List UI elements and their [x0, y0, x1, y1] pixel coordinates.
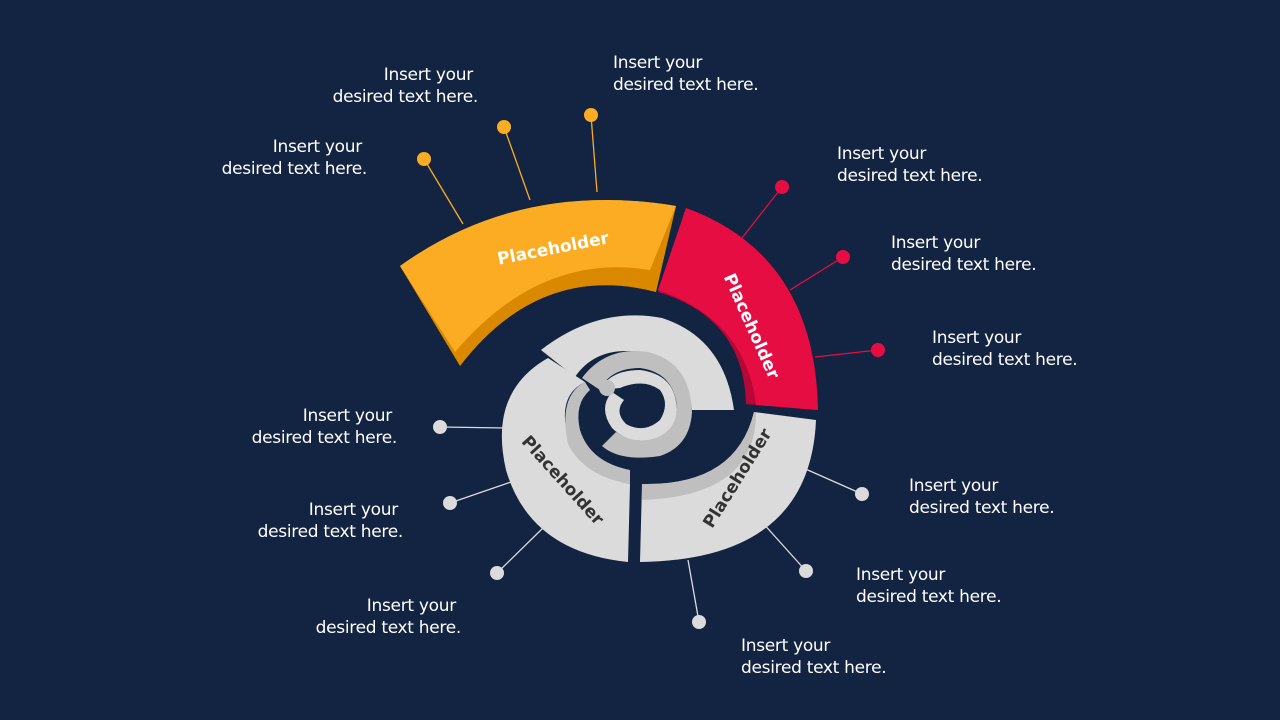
connector-dot [871, 343, 885, 357]
connector-dot [692, 615, 706, 629]
callout-line: Insert your [309, 500, 398, 520]
segment-gray-right-face [640, 412, 816, 562]
callout-line: Insert your [613, 53, 702, 73]
callout-text: Insert your desired text here. [613, 53, 758, 95]
connector-dot [417, 152, 431, 166]
callout-line: Insert your [384, 65, 473, 85]
callout-line: Insert your [891, 233, 980, 253]
connector-line [590, 114, 598, 193]
connector-dot [433, 420, 447, 434]
inner-spiral-inner-shadow [582, 351, 692, 458]
callout-line: Insert your [909, 476, 998, 496]
callout-line: Insert your [837, 144, 926, 164]
inner-spiral [541, 315, 734, 458]
callout-line: Insert your [932, 328, 1021, 348]
connector-dot [584, 108, 598, 122]
callouts: Insert your desired text here. Insert yo… [222, 53, 1078, 678]
connector-line [800, 466, 863, 495]
connector-line [503, 126, 531, 201]
connector-line [789, 256, 844, 291]
callout-text: Insert your desired text here. [856, 565, 1001, 607]
segment-red [658, 208, 818, 410]
connector-line [814, 349, 879, 358]
callout-line: desired text here. [222, 159, 367, 179]
callout-text: Insert your desired text here. [909, 476, 1054, 518]
callout-line: Insert your [741, 636, 830, 656]
segment-gray-left [501, 358, 630, 562]
callout-text: Insert your desired text here. [741, 636, 886, 678]
connector-dot [836, 250, 850, 264]
inner-spiral-tip [599, 380, 615, 396]
callout-text: Insert your desired text here. [891, 233, 1036, 275]
callout-line: desired text here. [333, 87, 478, 107]
connector-dot [490, 566, 504, 580]
segment-gray-left-face [501, 358, 630, 562]
callout-text: Insert your desired text here. [258, 500, 403, 542]
connector-dot [799, 564, 813, 578]
callout-line: desired text here. [909, 498, 1054, 518]
segment-gray-right-shadow [642, 412, 756, 500]
connector-line [687, 559, 700, 623]
segment-red-face [658, 208, 818, 410]
callout-line: desired text here. [316, 618, 461, 638]
callout-line: desired text here. [613, 75, 758, 95]
connector-line [449, 480, 515, 504]
callout-text: Insert your desired text here. [252, 406, 397, 448]
callout-line: desired text here. [891, 255, 1036, 275]
callout-text: Insert your desired text here. [333, 65, 478, 107]
callout-line: desired text here. [932, 350, 1077, 370]
callout-text: Insert your desired text here. [932, 328, 1077, 370]
callout-line: desired text here. [741, 658, 886, 678]
callout-line: Insert your [856, 565, 945, 585]
segment-orange-face [400, 199, 676, 352]
callout-line: Insert your [273, 137, 362, 157]
connector-line [423, 158, 464, 225]
segment-gray-left-shadow [565, 382, 630, 484]
callout-text: Insert your desired text here. [837, 144, 982, 186]
callout-line: desired text here. [258, 522, 403, 542]
callout-line: desired text here. [856, 587, 1001, 607]
connector-line [439, 426, 507, 429]
inner-spiral-core [600, 370, 677, 441]
connector-dot [443, 496, 457, 510]
connector-dot [497, 120, 511, 134]
connector-line [741, 186, 783, 239]
segment-orange [400, 199, 676, 366]
callout-line: desired text here. [837, 166, 982, 186]
connector-line [761, 521, 807, 572]
callout-text: Insert your desired text here. [316, 596, 461, 638]
segment-gray-right [640, 412, 816, 562]
connector-dot [855, 487, 869, 501]
callout-line: Insert your [303, 406, 392, 426]
connector-dot [775, 180, 789, 194]
callout-line: Insert your [367, 596, 456, 616]
callout-line: desired text here. [252, 428, 397, 448]
connector-line [496, 526, 545, 574]
connectors [417, 108, 885, 629]
callout-text: Insert your desired text here. [222, 137, 367, 179]
